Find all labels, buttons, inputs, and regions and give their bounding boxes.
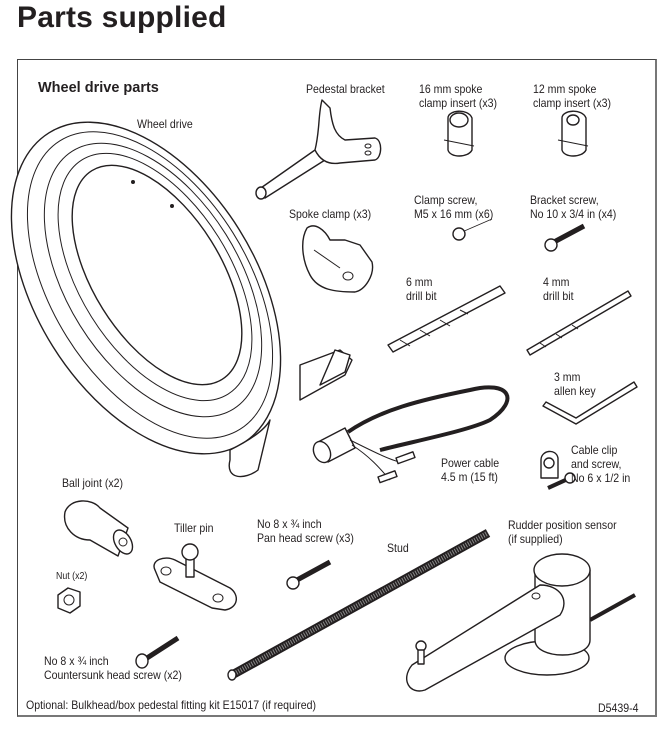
cable-clip-illustration: [540, 450, 576, 490]
label-drill-6mm: 6 mm drill bit: [406, 275, 437, 303]
label-pan-head-screw: No 8 x ¾ inch Pan head screw (x3): [257, 517, 354, 545]
label-pedestal-bracket: Pedestal bracket: [306, 82, 385, 96]
panel-heading: Wheel drive parts: [38, 80, 159, 96]
spoke-insert-16-illustration: [443, 110, 475, 157]
label-nut: Nut (x2): [56, 571, 88, 582]
drill-bit-6mm-illustration: [387, 285, 506, 353]
ball-joint-illustration: [63, 500, 134, 557]
label-spoke-clamp: Spoke clamp (x3): [289, 207, 372, 221]
rudder-sensor-illustration: [406, 553, 636, 692]
label-stud: Stud: [387, 541, 409, 555]
label-rudder-sensor: Rudder position sensor (if supplied): [508, 518, 617, 546]
pedestal-bracket-illustration: [255, 99, 382, 200]
label-spoke-insert-16: 16 mm spoke clamp insert (x3): [419, 82, 498, 110]
page-title: Parts supplied: [17, 1, 227, 34]
pan-head-screw-illustration: [286, 559, 332, 590]
label-wheel-drive: Wheel drive: [137, 117, 193, 131]
tiller-pin-illustration: [153, 543, 237, 611]
label-ball-joint: Ball joint (x2): [62, 476, 124, 490]
figure-id: D5439-4: [598, 701, 639, 715]
label-tiller-pin: Tiller pin: [174, 521, 214, 535]
label-allen-key: 3 mm allen key: [554, 370, 596, 398]
label-cable-clip: Cable clip and screw, No 6 x 1/2 in: [571, 443, 631, 485]
allen-key-illustration: [542, 381, 638, 425]
spoke-insert-12-illustration: [557, 110, 589, 157]
label-drill-4mm: 4 mm drill bit: [543, 275, 574, 303]
nut-illustration: [57, 587, 81, 614]
spoke-clamp-illustration: [302, 225, 374, 293]
label-countersunk-screw: No 8 x ¾ inch Countersunk head screw (x2…: [44, 654, 182, 682]
label-bracket-screw: Bracket screw, No 10 x 3/4 in (x4): [530, 193, 617, 221]
bracket-screw-illustration: [544, 223, 586, 252]
wheel-drive-illustration: [10, 121, 353, 478]
footnote: Optional: Bulkhead/box pedestal fitting …: [26, 698, 316, 712]
label-power-cable: Power cable 4.5 m (15 ft): [441, 456, 500, 484]
power-cable-illustration: [312, 385, 510, 484]
parts-panel-frame: [17, 59, 657, 717]
stud-illustration: [227, 529, 491, 681]
label-spoke-insert-12: 12 mm spoke clamp insert (x3): [533, 82, 612, 110]
clamp-screw-illustration: [452, 218, 493, 241]
countersunk-screw-illustration: [135, 635, 180, 669]
drill-bit-4mm-illustration: [526, 290, 632, 356]
label-clamp-screw: Clamp screw, M5 x 16 mm (x6): [414, 193, 494, 221]
